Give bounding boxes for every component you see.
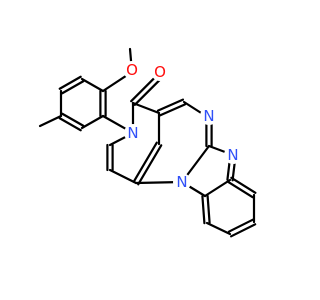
bond-single-0 [38,114,63,128]
atom-n-pyrimidine-bg [200,107,218,125]
bond-double-b-18 [156,98,185,112]
bond-double-b-2 [58,75,82,90]
atom-o-methoxy-bg [123,61,141,79]
bond-single-5 [80,114,105,130]
bond-double-b-29 [227,218,254,233]
bond-double-a-6 [61,112,85,127]
atom-n-imidazole-label: N [227,146,238,164]
bond-single-28 [205,221,232,236]
atom-n-imidazole-bg [224,146,242,164]
bond-layer [38,47,257,238]
bond-double-a-29 [230,223,257,238]
molecule-structure-diagram: O O N N N N [38,47,257,238]
bond-single-12 [131,101,161,115]
atom-o-methoxy: O [123,61,141,79]
bond-double-a-27 [201,195,206,225]
atom-n-pyridone-bg [124,124,142,142]
atom-n-pyrimidine: N [200,107,218,125]
bond-double-b-31 [227,181,254,199]
bond-double-a-18 [158,103,187,117]
bond-double-b-16 [132,141,158,183]
atom-n-imidazole: N [224,146,242,164]
bond-single-15 [108,168,138,185]
atom-n-pyridone-label: N [127,124,138,142]
atom-n-pyrimidine-label: N [203,107,214,125]
bond-double-b-6 [58,117,82,132]
bond-double-a-11 [133,76,163,106]
bond-double-b-27 [206,194,211,224]
atom-o-carbonyl: O [151,63,169,81]
bond-double-a-16 [137,144,163,186]
atom-n-bridgehead-bg [173,173,191,191]
atom-label-layer: O O N N N N [123,61,242,191]
atom-n-pyridone: N [124,124,142,142]
atom-n-bridgehead-label: N [176,173,187,191]
bond-double-a-31 [230,176,257,194]
molecule-svg: O O N N N N [38,47,257,238]
bond-single-25 [203,178,232,198]
atom-o-methoxy-label: O [126,61,138,79]
atom-n-bridgehead: N [173,173,191,191]
bond-double-b-11 [130,73,160,103]
bond-single-3 [80,77,105,93]
bond-double-a-2 [61,80,85,95]
atom-o-carbonyl-bg [151,63,169,81]
atom-o-carbonyl-label: O [154,63,166,81]
